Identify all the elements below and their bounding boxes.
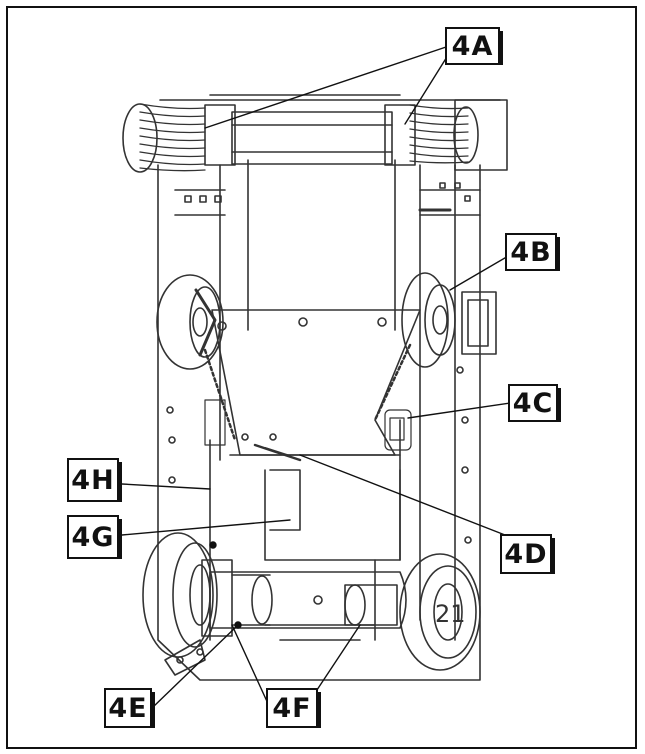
callout-4e: 4E [104, 688, 155, 728]
callout-4d: 4D [500, 534, 555, 574]
center-plate [211, 309, 421, 462]
top-spring-assembly [122, 94, 508, 173]
callout-4f: 4F [266, 688, 321, 728]
chassis-frame [157, 159, 481, 681]
callout-4b: 4B [505, 233, 560, 271]
callout-4g: 4G [67, 515, 122, 559]
spring-coils [139, 103, 469, 172]
rear-axle [201, 559, 407, 637]
callout-4c: 4C [508, 384, 561, 422]
drive-chain [203, 343, 412, 451]
middle-right-wheel [401, 272, 497, 368]
callout-4h: 4H [67, 458, 122, 502]
svg-text:21: 21 [435, 600, 466, 628]
middle-left-wheel [156, 274, 224, 370]
bottom-right-wheel: 21 [399, 553, 481, 671]
bottom-left-wheel [142, 532, 218, 658]
callout-4a: 4A [445, 27, 503, 65]
